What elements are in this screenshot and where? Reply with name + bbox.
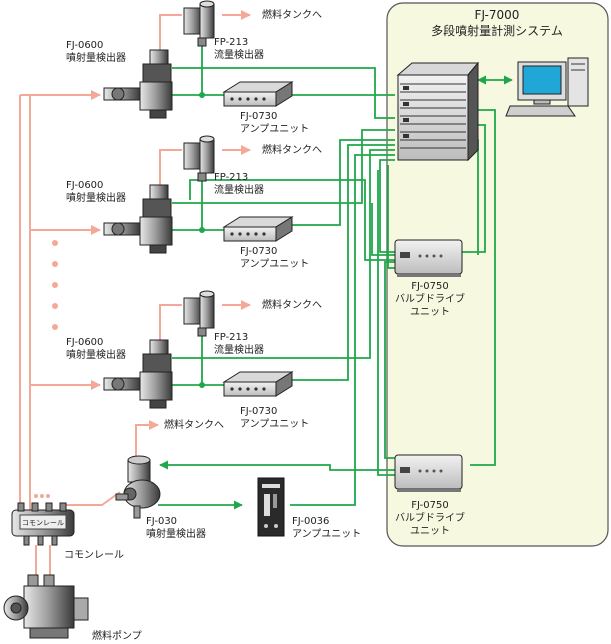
flow-name-3: 流量検出器 (214, 343, 264, 356)
amp-code-2: FJ-0730 (240, 246, 277, 257)
fj7000-rack (396, 61, 480, 162)
injector-name-1: 噴射量検出器 (66, 51, 126, 64)
valve-drive-unit-2 (394, 454, 463, 492)
signal-lines (158, 38, 496, 510)
pump-fuel-lines (35, 545, 51, 580)
amp-name-1: アンプユニット (240, 123, 309, 135)
fj030-name: 噴射量検出器 (146, 527, 206, 540)
valve-1-name2: ユニット (410, 307, 450, 318)
flow-code-2: FP-213 (214, 172, 248, 183)
fuel-lines (19, 10, 251, 510)
measurement-unit-1 (103, 0, 294, 119)
tank-label-1: 燃料タンクへ (262, 8, 322, 21)
injector-name-2: 噴射量検出器 (66, 191, 126, 204)
flow-code-1: FP-213 (214, 37, 248, 48)
common-rail: コモンレール (11, 502, 75, 546)
injection-detector-icon (103, 49, 173, 119)
flow-name-1: 流量検出器 (214, 48, 264, 61)
injector-name-3: 噴射量検出器 (66, 348, 126, 361)
continuation-dots (34, 240, 58, 498)
valve-2-name2: ユニット (410, 526, 450, 537)
injector-code-3: FJ-0600 (66, 337, 103, 348)
common-rail-label: コモンレール (64, 550, 124, 561)
injector-code-2: FJ-0600 (66, 180, 103, 191)
tank-label-2: 燃料タンクへ (262, 143, 322, 156)
injection-detector-icon (103, 184, 173, 254)
valve-2-code: FJ-0750 (411, 500, 448, 511)
system-title-line2: 多段噴射量計測システム (431, 23, 563, 38)
flow-detector-icon (183, 0, 215, 47)
fj030-code: FJ-030 (146, 516, 177, 527)
flow-code-3: FP-213 (214, 332, 248, 343)
amp-code-1: FJ-0730 (240, 111, 277, 122)
common-rail-plate: コモンレール (22, 519, 64, 527)
measurement-unit-2 (103, 135, 294, 254)
amp-unit-icon (222, 216, 294, 242)
valve-2-name1: バルブドライブ (395, 511, 465, 524)
fj030-detector (115, 455, 161, 519)
flow-detector-icon (183, 290, 215, 337)
fj030-tank-label: 燃料タンクへ (164, 418, 224, 431)
amp-code-3: FJ-0730 (240, 406, 277, 417)
amp-name-3: アンプユニット (240, 418, 309, 430)
injector-code-1: FJ-0600 (66, 40, 103, 51)
valve-1-name1: バルブドライブ (395, 292, 465, 305)
flow-name-2: 流量検出器 (214, 183, 264, 196)
flow-detector-icon (183, 135, 215, 182)
fj0036-code: FJ-0036 (292, 516, 329, 527)
pc-computer-icon (505, 57, 589, 117)
valve-1-code: FJ-0750 (411, 281, 448, 292)
tank-label-3: 燃料タンクへ (262, 298, 322, 311)
junction-dots (199, 92, 205, 388)
system-title-line1: FJ-7000 (475, 8, 520, 22)
injection-detector-icon (103, 339, 173, 409)
measurement-unit-3 (103, 290, 294, 409)
fj0036-amp-unit (257, 477, 285, 537)
amp-name-2: アンプユニット (240, 258, 309, 270)
fuel-pump (3, 574, 89, 639)
amp-unit-icon (222, 81, 294, 107)
fj0036-name: アンプユニット (292, 528, 361, 540)
valve-drive-unit-1 (394, 239, 463, 277)
amp-unit-icon (222, 371, 294, 397)
fuel-pump-label: 燃料ポンプ (92, 629, 142, 642)
